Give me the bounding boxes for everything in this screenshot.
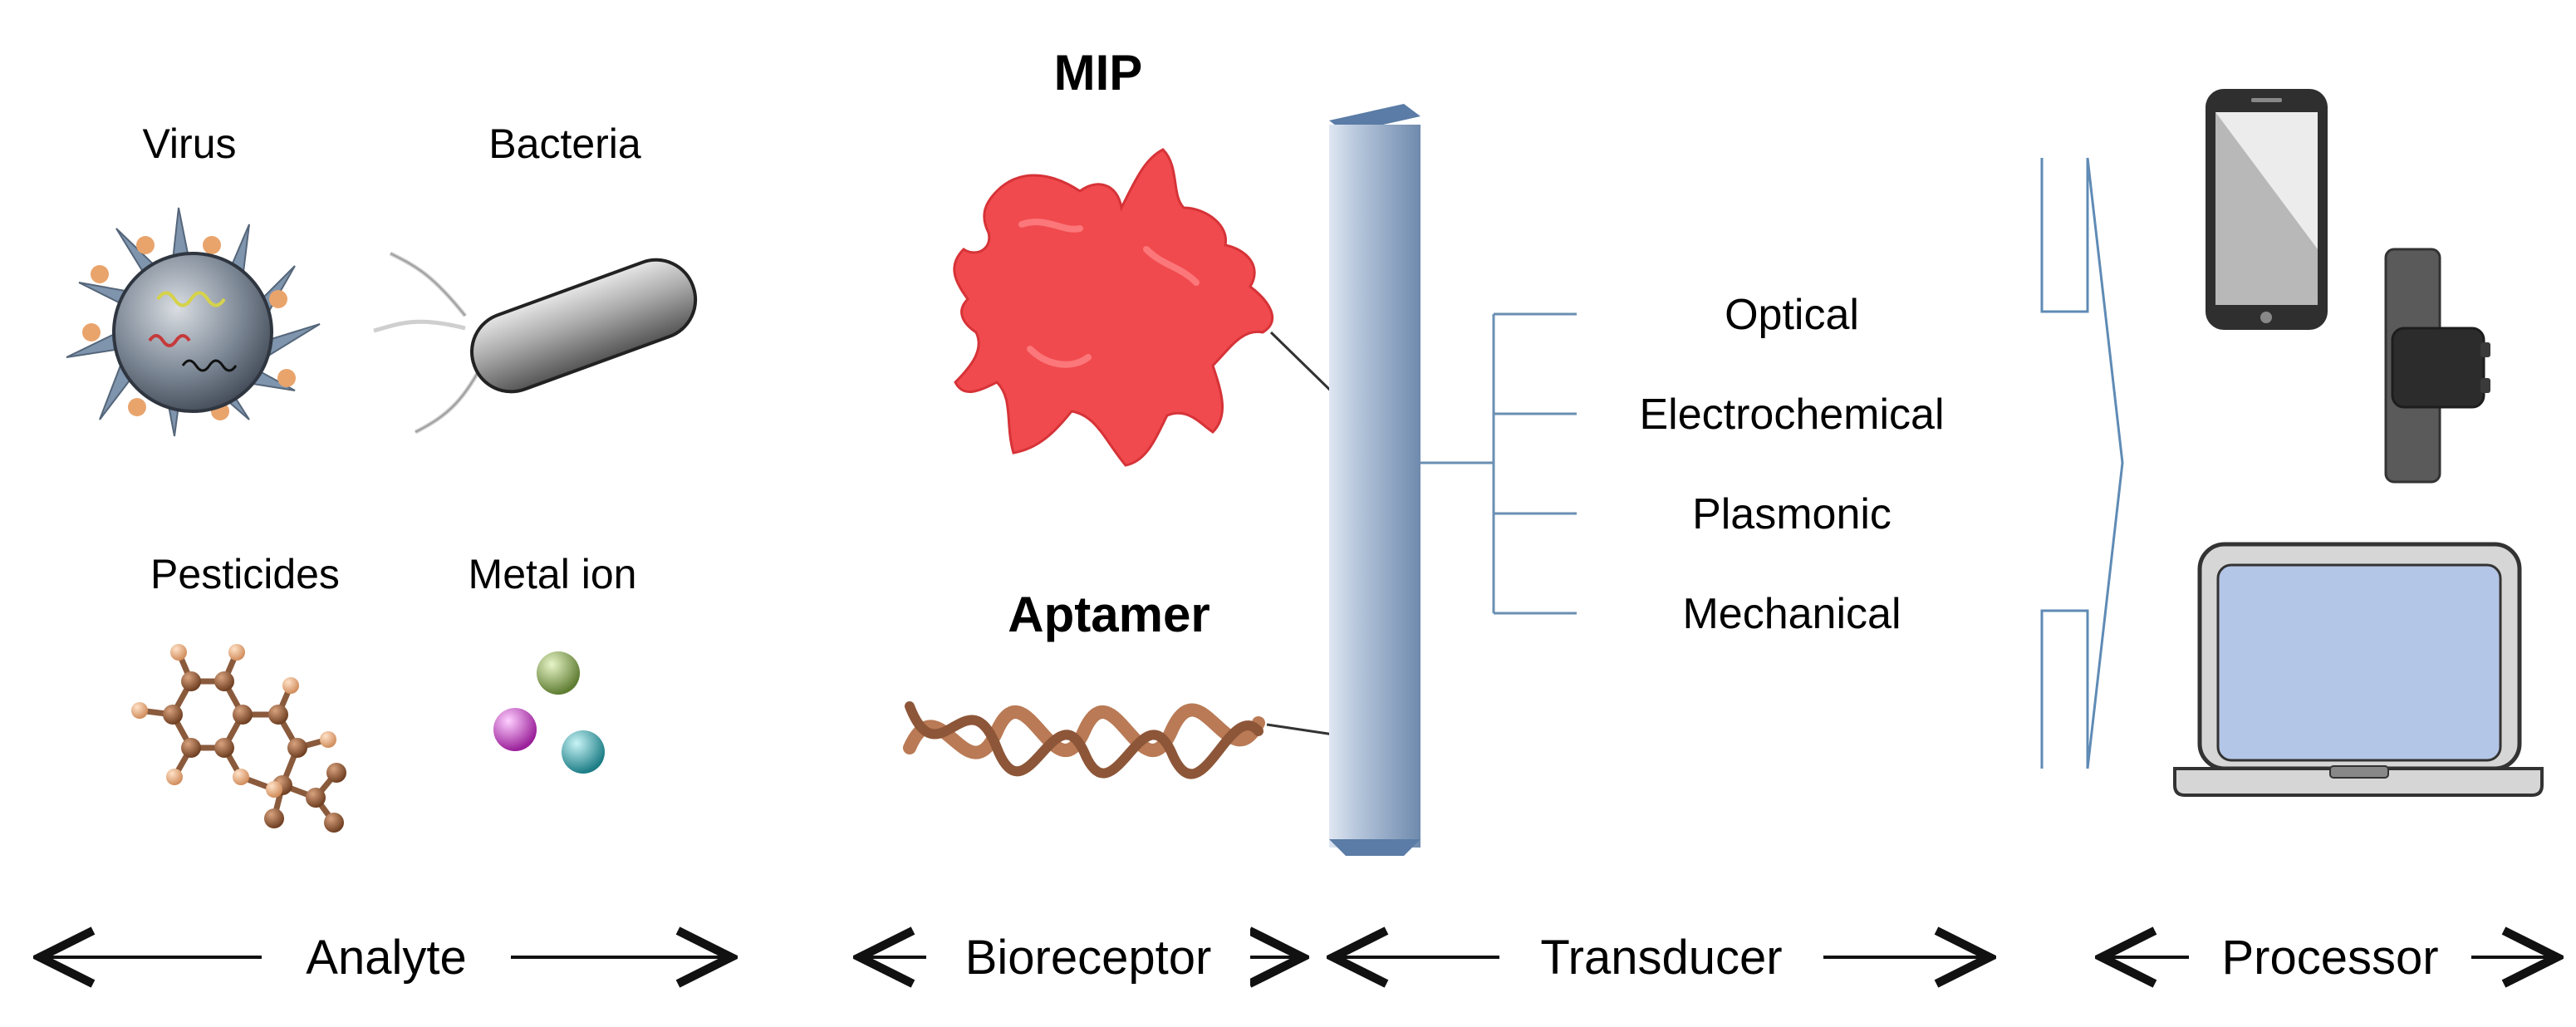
bioreceptor-label-mip: MIP [1054,45,1143,101]
smartphone-icon [2206,89,2328,330]
transducer-type-plasmonic: Plasmonic [1692,490,1892,538]
smartwatch-icon [2384,248,2490,484]
laptop-icon [2173,542,2544,797]
transducer-type-mechanical: Mechanical [1682,590,1901,638]
transducer-electrode [1329,104,1420,856]
metal-ion-icon [493,651,605,774]
analyte-label-virus: Virus [142,120,236,167]
big-hollow-arrow [2040,157,2124,769]
stage-label-analyte: Analyte [306,931,466,985]
bioreceptor-label-aptamer: Aptamer [1008,587,1209,642]
bacteria-icon [373,251,698,435]
stage-label-transducer: Transducer [1540,931,1782,985]
analyte-label-bacteria: Bacteria [488,120,641,167]
pesticide-molecule-icon [131,644,346,833]
transducer-type-electrochemical: Electrochemical [1639,391,1944,439]
stage-axis [40,922,2557,989]
stage-label-bioreceptor: Bioreceptor [965,931,1212,985]
stage-label-processor: Processor [2221,931,2438,985]
virus-icon [66,207,321,437]
transducer-type-optical: Optical [1725,291,1859,339]
aptamer-strand-icon [903,701,1340,779]
analyte-label-pesticides: Pesticides [150,551,340,597]
analyte-label-metal-ion: Metal ion [469,551,637,597]
mip-polymer-icon [953,148,1341,467]
transducer-bracket [1420,312,1577,615]
